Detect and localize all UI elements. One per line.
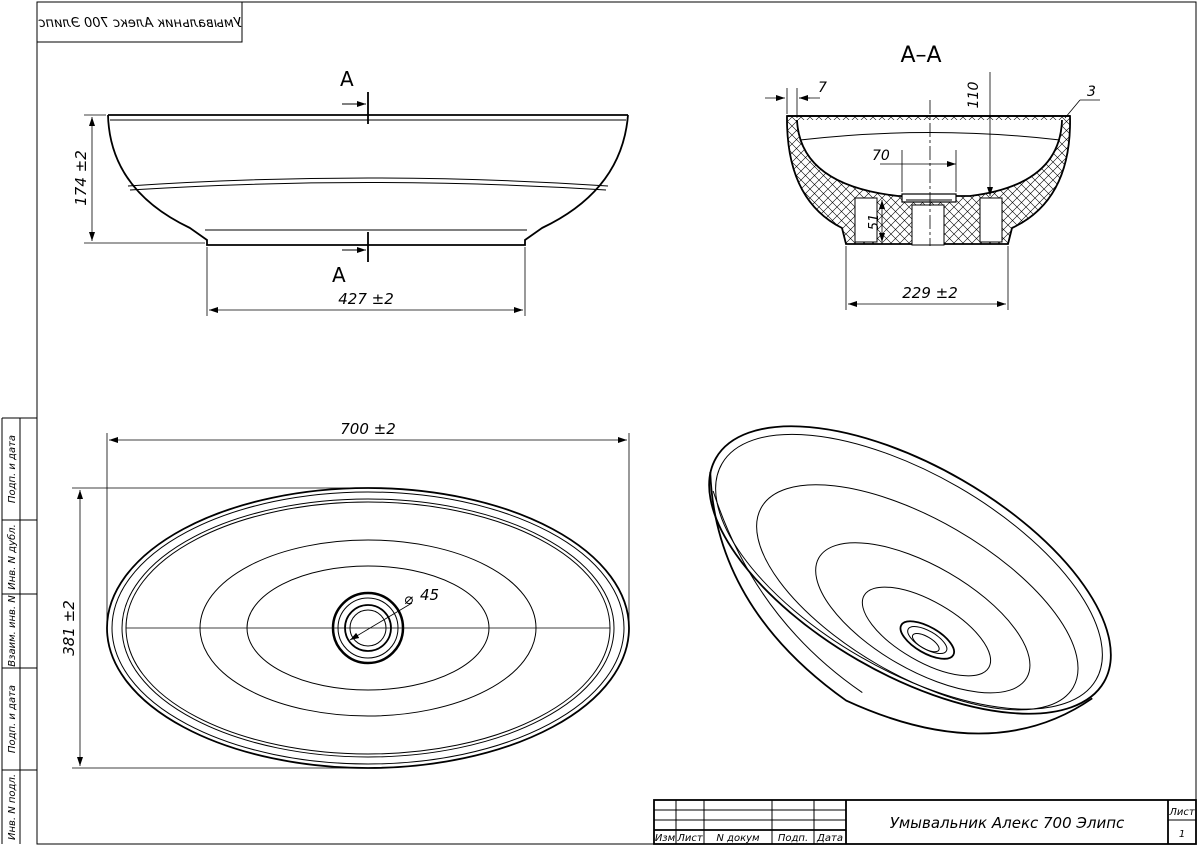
section-title: А–А <box>900 43 941 68</box>
section-label-bottom: А <box>332 263 346 287</box>
side-stamp: Подп. и дата Инв. N дубл. Взаим. инв. N … <box>1 417 37 844</box>
dim-drain-offset: 70 <box>872 148 890 164</box>
dim-rim: 7 <box>818 80 827 96</box>
tb-header-date: Дата <box>816 833 843 844</box>
side-stamp-cell-2: Инв. N дубл. <box>6 524 18 590</box>
dim-foot-width: 229 ±2 <box>902 284 958 302</box>
dim-length: 700 ±2 <box>340 420 396 438</box>
dim-foot-height: 51 <box>867 214 882 231</box>
tb-header-sign: Подп. <box>778 833 808 844</box>
side-stamp-cell-4: Подп. и дата <box>7 685 18 753</box>
tb-header-doc: N докум <box>716 833 760 844</box>
dim-base-width: 427 ±2 <box>338 290 394 308</box>
side-stamp-cell-1: Подп. и дата <box>7 435 18 503</box>
dim-depth: 110 <box>966 82 982 109</box>
side-view: А А 174 ±2 427 ±2 <box>72 67 629 316</box>
dim-drain: 45 <box>420 586 439 604</box>
dim-height: 174 ±2 <box>72 150 90 206</box>
side-body-outline <box>107 114 629 246</box>
section-outline <box>786 115 1071 245</box>
side-stamp-cell-3: Взаим. инв. N <box>7 595 18 667</box>
isometric-view <box>708 425 1112 735</box>
mirrored-stamp-text: Умывальник Алекс 700 Элипс <box>38 16 241 31</box>
top-view: ⌀ 45 700 ±2 381 ±2 <box>60 420 630 769</box>
drain-icon <box>331 591 405 665</box>
section-label-top: А <box>340 67 354 91</box>
tb-header-izm: Изм <box>655 833 676 844</box>
tb-title: Умывальник Алекс 700 Элипс <box>890 814 1125 832</box>
side-stamp-cell-5: Инв. N подл. <box>7 774 18 840</box>
section-view: А–А 7 110 3 70 <box>765 43 1100 310</box>
dim-width: 381 ±2 <box>60 600 78 656</box>
dim-wall: 3 <box>1087 84 1096 100</box>
tb-sheet-number: 1 <box>1179 829 1185 840</box>
svg-text:⌀: ⌀ <box>404 590 413 608</box>
sheet-frame <box>36 1 1197 845</box>
title-block: Изм Лист N докум Подп. Дата Умывальник А… <box>653 799 1197 845</box>
tb-sheet-label: Лист <box>1168 807 1196 818</box>
tb-header-list: Лист <box>676 833 704 844</box>
mirrored-stamp: Умывальник Алекс 700 Элипс <box>36 1 243 43</box>
